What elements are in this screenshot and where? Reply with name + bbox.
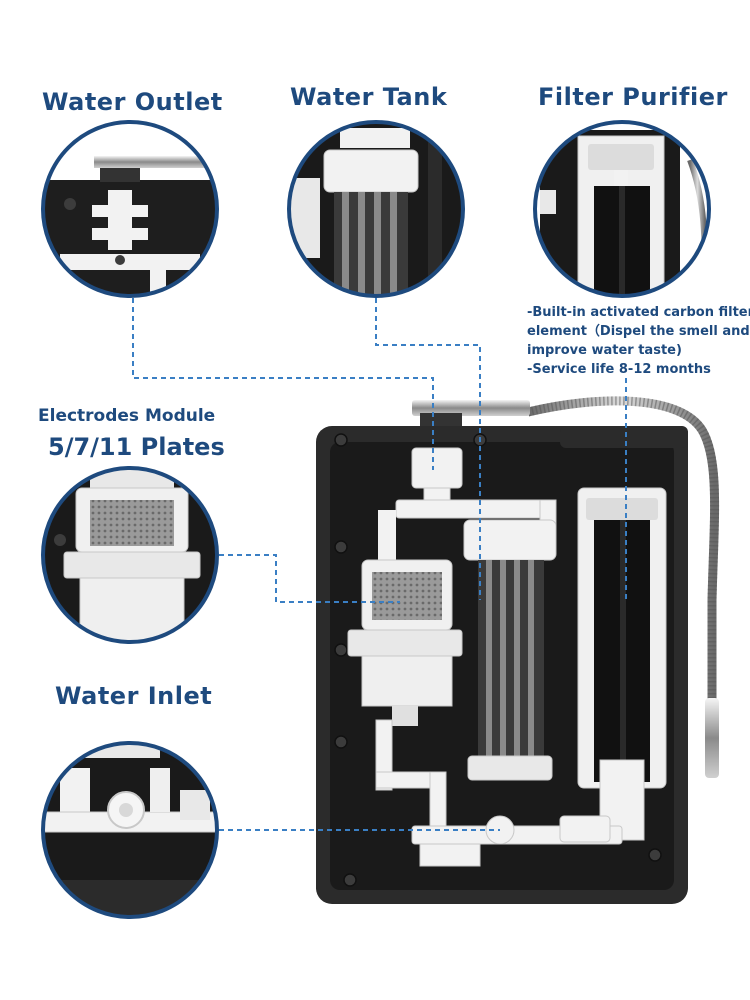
water-tank-circle: [287, 120, 465, 298]
leader-lines: [132, 298, 627, 831]
leader-water-outlet: [132, 298, 434, 470]
water-inlet-circle: [41, 741, 219, 919]
filter-purifier-circle: [533, 120, 711, 298]
water-inlet-zoom: [41, 741, 219, 919]
leader-water-tank: [375, 298, 481, 600]
filter-description-line-1: -Built-in activated carbon filter: [527, 305, 750, 320]
filter-purifier-label: Filter Purifier: [538, 83, 728, 111]
water-outlet-label: Water Outlet: [42, 88, 223, 116]
electrodes-plates-label: 5/7/11 Plates: [48, 433, 225, 461]
electrodes-circle: [41, 466, 219, 644]
filter-cartridge: [577, 487, 667, 841]
hose-tip: [705, 698, 719, 778]
water-tank-label: Water Tank: [290, 83, 448, 111]
filter-description-line-3: improve water taste): [527, 343, 682, 358]
leader-electrodes: [219, 554, 400, 603]
ionizer-device: [316, 396, 720, 904]
water-inlet-label: Water Inlet: [55, 682, 213, 710]
electrode-module: [347, 510, 463, 726]
electrodes-module-label: Electrodes Module: [38, 406, 216, 426]
water-outlet-circle: [41, 120, 219, 298]
filter-purifier-zoom: [533, 120, 711, 298]
filter-description: -Built-in activated carbon filter elemen…: [527, 303, 750, 379]
filter-description-line-4: -Service life 8-12 months: [527, 362, 711, 377]
faucet-icon: [412, 400, 530, 429]
electrodes-zoom: [41, 466, 219, 644]
water-outlet-zoom: [41, 120, 219, 298]
water-tank-zoom: [287, 120, 465, 298]
water-tank: [463, 519, 557, 781]
stainless-hose-icon: [526, 396, 720, 700]
pipework: [375, 719, 623, 867]
filter-description-line-2: element（Dispel the smell and: [527, 324, 750, 339]
device-screws: [334, 433, 662, 887]
